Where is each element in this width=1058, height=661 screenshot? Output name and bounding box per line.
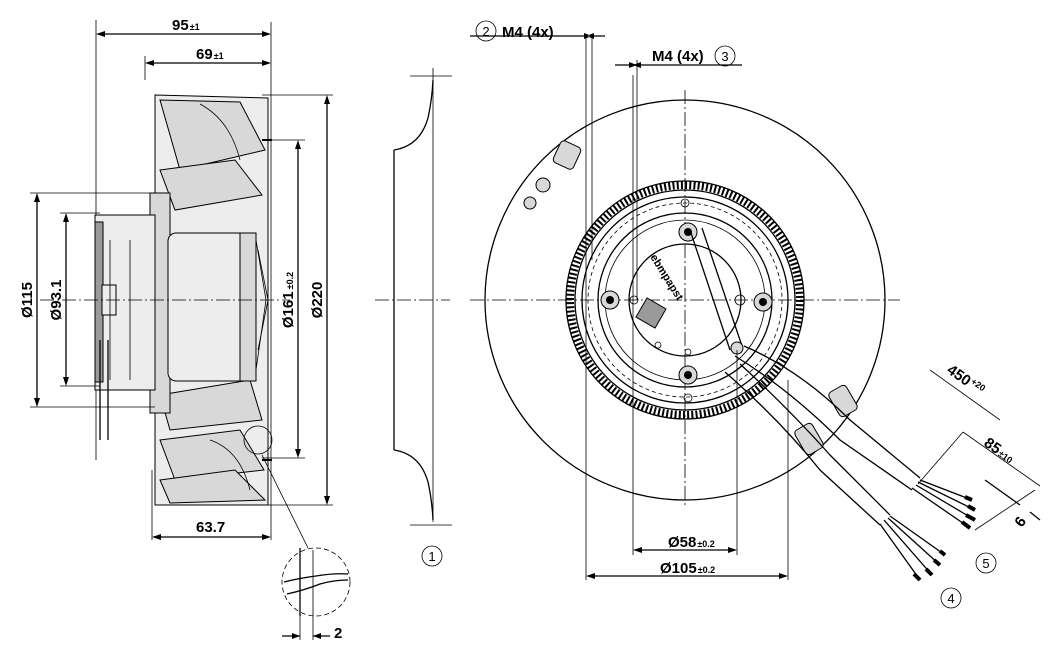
dim-cable-450: 450+20 [944, 361, 988, 399]
dim-dia-105: Ø105±0.2 [660, 560, 715, 577]
rotor-brand-label: ebmpapst [647, 252, 685, 303]
dim-cable-85: 85±10 [981, 434, 1017, 467]
callout-1-circle [421, 545, 443, 567]
callout-1: 1 [428, 549, 435, 564]
side-view-labels: Ø115 Ø93.1 Ø161±0.2 Ø220 95±1 69±1 63.7 … [19, 17, 342, 642]
callout-4: 4 [947, 591, 954, 606]
callout-3-circle [714, 45, 736, 67]
dim-width-69: 69±1 [196, 46, 224, 63]
dim-dia-93-1: Ø93.1 [48, 280, 65, 321]
dim-width-63-7: 63.7 [196, 519, 225, 536]
inlet-ring-profile: 1 [375, 68, 452, 567]
callout-5-circle [975, 552, 997, 574]
side-view [30, 20, 351, 640]
callout-2-circle [475, 20, 497, 42]
dim-cable-6: 6 [1011, 514, 1030, 531]
front-view: ebmpapst [470, 33, 1041, 582]
callout-2-text: M4 (4x) [502, 24, 554, 41]
callout-3-num: 3 [721, 49, 728, 64]
dim-width-95: 95±1 [172, 17, 200, 34]
callout-2-num: 2 [482, 24, 489, 39]
callout-4-circle [940, 587, 962, 609]
dim-dia-220: Ø220 [309, 282, 326, 319]
front-view-labels: Ø58±0.2 Ø105±0.2 2 M4 (4x) M4 (4x) 3 4 5… [475, 20, 1030, 609]
callout-5: 5 [982, 556, 989, 571]
dim-dia-58: Ø58±0.2 [668, 534, 715, 551]
dim-detail-2: 2 [334, 625, 342, 642]
dim-dia-115: Ø115 [19, 282, 36, 318]
callout-3-text: M4 (4x) [652, 48, 704, 65]
dim-dia-161: Ø161±0.2 [280, 272, 297, 328]
